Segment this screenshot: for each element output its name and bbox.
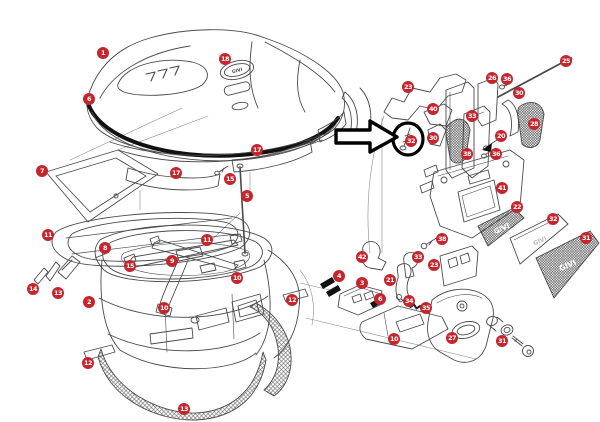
callout-6: 6 [83,93,95,105]
callout-11: 11 [42,229,54,241]
callout-17: 17 [251,144,263,156]
side-reflector-band-part [249,302,292,397]
callout-30: 30 [427,132,439,144]
callout-36: 36 [501,73,513,85]
callout-15: 15 [224,173,236,185]
callout-32: 32 [547,213,559,225]
callout-23: 23 [402,81,414,93]
callout-20: 20 [495,130,507,142]
callout-3: 3 [356,277,368,289]
flat-panel-part [45,149,159,223]
callout-30: 30 [513,87,525,99]
callout-36: 36 [490,148,502,160]
callout-22: 22 [511,201,523,213]
givi-plate-part [477,207,525,247]
base-tub-part [94,224,301,370]
callout-11: 11 [201,234,213,246]
callout-18: 18 [219,53,231,65]
callout-9: 9 [166,255,178,267]
trim-strips-part [125,111,347,191]
highlight-arrow-icon [334,119,399,154]
lid-rod-part [214,163,249,257]
callout-7: 7 [36,165,48,177]
callout-38: 38 [461,148,473,160]
small-clips-part [33,255,81,285]
callout-32: 32 [405,135,417,147]
hinge-cover-part [439,245,479,287]
callout-41: 41 [496,182,508,194]
callout-4: 4 [333,270,345,282]
callout-12: 12 [286,294,298,306]
lid-part [86,29,372,158]
givi-logo-lid-text: GIVI [231,67,243,75]
callout-13: 13 [52,287,64,299]
callout-1: 1 [97,47,109,59]
right-strip-part [282,288,309,303]
front-reflector-band-part [97,348,267,421]
callout-27: 27 [446,332,458,344]
callout-33: 33 [466,110,478,122]
mesh-reflector-part [535,230,600,299]
lock-cover-part [427,288,534,363]
callout-6: 6 [374,293,386,305]
lid-givi-badge [219,59,255,96]
callout-42: 42 [356,251,368,263]
callout-38: 38 [436,233,448,245]
callout-28: 28 [528,118,540,130]
callout-8: 8 [99,242,111,254]
callout-25: 25 [560,55,572,67]
callout-10: 10 [231,272,243,284]
callout-15: 15 [124,260,136,272]
lid-seal-part [86,101,340,158]
callout-12: 12 [82,357,94,369]
callout-31: 31 [580,232,592,244]
callout-17: 17 [170,167,182,179]
callout-10: 10 [388,333,400,345]
callout-21: 21 [384,274,396,286]
callout-33: 33 [412,251,424,263]
callout-31: 31 [496,335,508,347]
callout-14: 14 [27,283,39,295]
callout-13: 13 [178,403,190,415]
callout-34: 34 [403,295,415,307]
callout-2: 2 [83,296,95,308]
callout-23: 23 [428,259,440,271]
callout-35: 35 [420,302,432,314]
callout-40: 40 [427,103,439,115]
callout-10: 10 [158,302,170,314]
callout-26: 26 [486,72,498,84]
callout-5: 5 [241,190,253,202]
